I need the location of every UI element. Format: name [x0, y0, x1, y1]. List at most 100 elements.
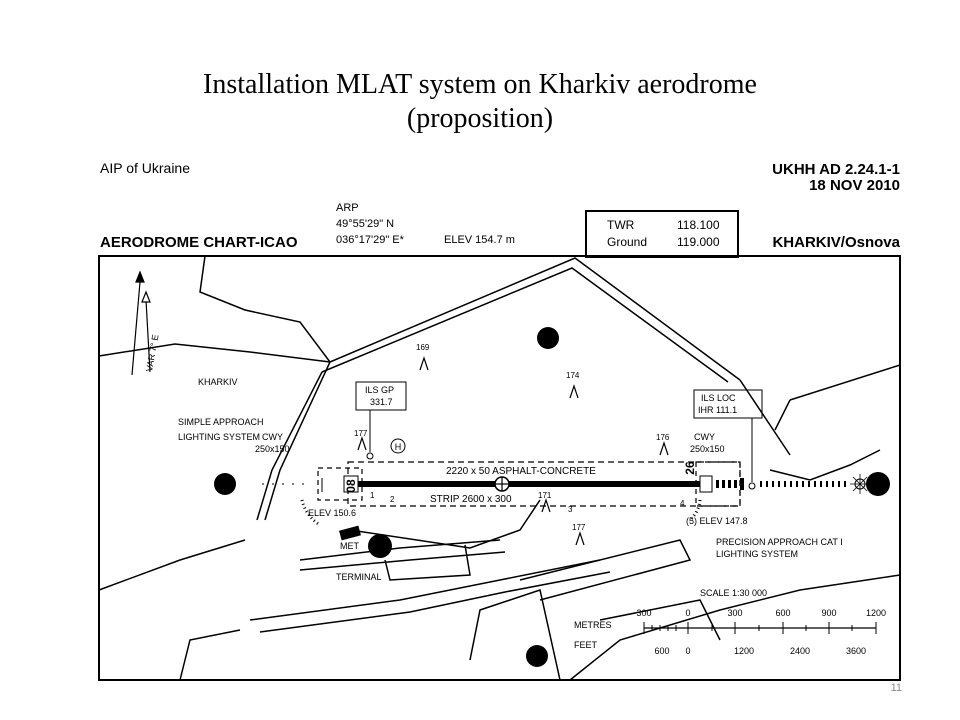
obstacle-height: 174 [566, 371, 580, 380]
scale-feet-tick: 3600 [846, 646, 866, 656]
terminal-label: TERMINAL [336, 572, 382, 582]
scale-metres-tick: 900 [821, 608, 836, 618]
chart-date: 18 NOV 2010 [809, 177, 900, 194]
approach-left-line-1: SIMPLE APPROACH [178, 417, 264, 427]
obstacle-height: 171 [538, 491, 552, 500]
helipad-label: H [395, 442, 402, 452]
met-label: MET [340, 541, 360, 551]
frequency-value: 118.100 [677, 218, 720, 232]
slide-title-line-2: (proposition) [406, 103, 554, 134]
road [98, 539, 246, 591]
mlat-sensor [368, 534, 392, 558]
approach-left-line-2: LIGHTING SYSTEM [178, 432, 260, 442]
clearway-left [317, 467, 363, 501]
road [264, 361, 331, 521]
frequency-value: 119.000 [677, 235, 720, 249]
mlat-sensor-sites [214, 327, 890, 667]
chart-name: AERODROME CHART-ICAO [100, 234, 298, 251]
mlat-sensor [214, 473, 236, 495]
ils-loc-label: ILS LOC [701, 393, 736, 403]
arp-block: ARP 49°55'29" N 036°17'29" E* ELEV 154.7… [336, 200, 515, 248]
scale-metres-label: METRES [574, 620, 612, 630]
chart-ref-code: UKHH AD 2.24.1-1 [772, 161, 900, 178]
helipad [390, 438, 406, 454]
slide-title: Installation MLAT system on Kharkiv aero… [0, 68, 960, 136]
variation-label: VAR 7° E [144, 334, 160, 373]
airfield-boundary [329, 257, 741, 381]
cwy-left-label: CWY [262, 432, 283, 442]
frequency-name: TWR [607, 218, 635, 232]
road [199, 255, 331, 363]
road [789, 364, 901, 401]
elev-right-label: (5) ELEV 147.8 [686, 516, 748, 526]
mlat-sensor [526, 645, 548, 667]
scale-label: SCALE 1:30 000 [700, 588, 767, 598]
arp-elevation: ELEV 154.7 m [444, 234, 515, 246]
road [299, 551, 506, 571]
strip-label: STRIP 2600 x 300 [430, 494, 512, 505]
airfield-boundary [321, 267, 729, 383]
terminal-apron [384, 544, 471, 581]
city-label: KHARKIV [198, 377, 238, 387]
ils-gp-label: ILS GP [365, 385, 394, 395]
scale-bar: SCALE 1:30 000 METRES FEET 300 0 300 600… [574, 588, 886, 656]
scale-metres-tick: 0 [685, 608, 690, 618]
taxiway-label: 1 [370, 491, 375, 500]
scale-feet-tick: 2400 [790, 646, 810, 656]
road [774, 399, 791, 431]
arp-latitude: 49°55'29" N [336, 218, 395, 230]
frequency-row-twr: TWR 118.100 [607, 218, 727, 232]
taxiway-label: 4 [680, 499, 685, 508]
threshold-26 [699, 475, 713, 493]
road [739, 379, 791, 456]
scale-metres-tick: 1200 [866, 608, 886, 618]
runway-surface-label: 2220 x 50 ASPHALT-CONCRETE [446, 466, 596, 477]
cwy-right-label: CWY [694, 432, 715, 442]
ils-loc-freq: IHR 111.1 [698, 405, 737, 415]
threshold-08 [343, 475, 359, 493]
scale-feet-tick: 0 [685, 646, 690, 656]
road [259, 571, 611, 633]
scale-feet-tick: 600 [654, 646, 669, 656]
arp-label: ARP [336, 202, 359, 214]
taxiway-label: 2 [390, 495, 395, 504]
obstacle-height: 176 [656, 433, 670, 442]
apron [519, 539, 692, 601]
road [769, 449, 881, 481]
road [179, 629, 241, 681]
approach-lights-left [262, 478, 323, 492]
scale-metres-tick: 600 [775, 608, 790, 618]
scale-metres-tick: 300 [727, 608, 742, 618]
scale-feet-label: FEET [574, 640, 598, 650]
road [469, 589, 561, 681]
road [98, 343, 331, 363]
approach-lights-right [716, 478, 846, 490]
obstacles [357, 356, 669, 546]
scale-feet-tick: 1200 [734, 646, 754, 656]
elev-left-label: ELEV 150.6 [308, 508, 356, 518]
cwy-right-size: 250x150 [690, 444, 725, 454]
north-arrow [131, 270, 151, 376]
ais-label: AIS [342, 529, 357, 539]
obstacle-height: 177 [572, 523, 586, 532]
approach-right-line-1: PRECISION APPROACH CAT I [716, 537, 843, 547]
road [249, 559, 601, 621]
arp-longitude: 036°17'29" E* [336, 234, 404, 246]
road [299, 539, 501, 561]
roads [98, 255, 901, 681]
taxiway-label: 3 [568, 505, 573, 514]
chart-publisher: AIP of Ukraine [100, 160, 191, 176]
road [569, 574, 901, 681]
slide-title-line-1: Installation MLAT system on Kharkiv aero… [203, 69, 757, 100]
frequency-row-ground: Ground 119.000 [607, 235, 727, 249]
cwy-left-size: 250x150 [255, 444, 290, 454]
chart-location: KHARKIV/Osnova [772, 234, 900, 251]
runway [358, 481, 700, 487]
scale-metres-tick: 300 [636, 608, 651, 618]
runway-designator-26: 26 [683, 461, 697, 475]
ais-met-building [339, 525, 361, 541]
road [256, 371, 323, 521]
approach-right-line-2: LIGHTING SYSTEM [716, 549, 798, 559]
ils-loc-box [693, 389, 763, 419]
